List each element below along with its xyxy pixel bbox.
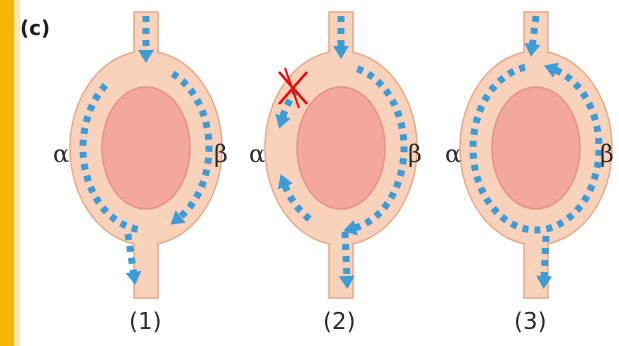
inner-cell (297, 87, 385, 209)
caption-3: (3) (514, 309, 547, 335)
beta-label-2: β (408, 140, 422, 168)
alpha-label-1: α (53, 140, 69, 168)
caption-1: (1) (129, 309, 162, 335)
caption-2: (2) (323, 309, 356, 335)
vessel-bottom-join (135, 226, 157, 256)
alpha-label-3: α (445, 140, 461, 168)
beta-label-3: β (600, 140, 614, 168)
alpha-label-2: α (249, 140, 265, 168)
loop-diagram-1 (70, 12, 222, 298)
beta-label-1: β (214, 140, 228, 168)
loop-diagram-3 (460, 12, 612, 298)
flow-inlet (532, 16, 536, 48)
loop-diagram-2 (265, 12, 417, 298)
inner-cell (492, 87, 580, 209)
inner-cell (102, 87, 190, 209)
